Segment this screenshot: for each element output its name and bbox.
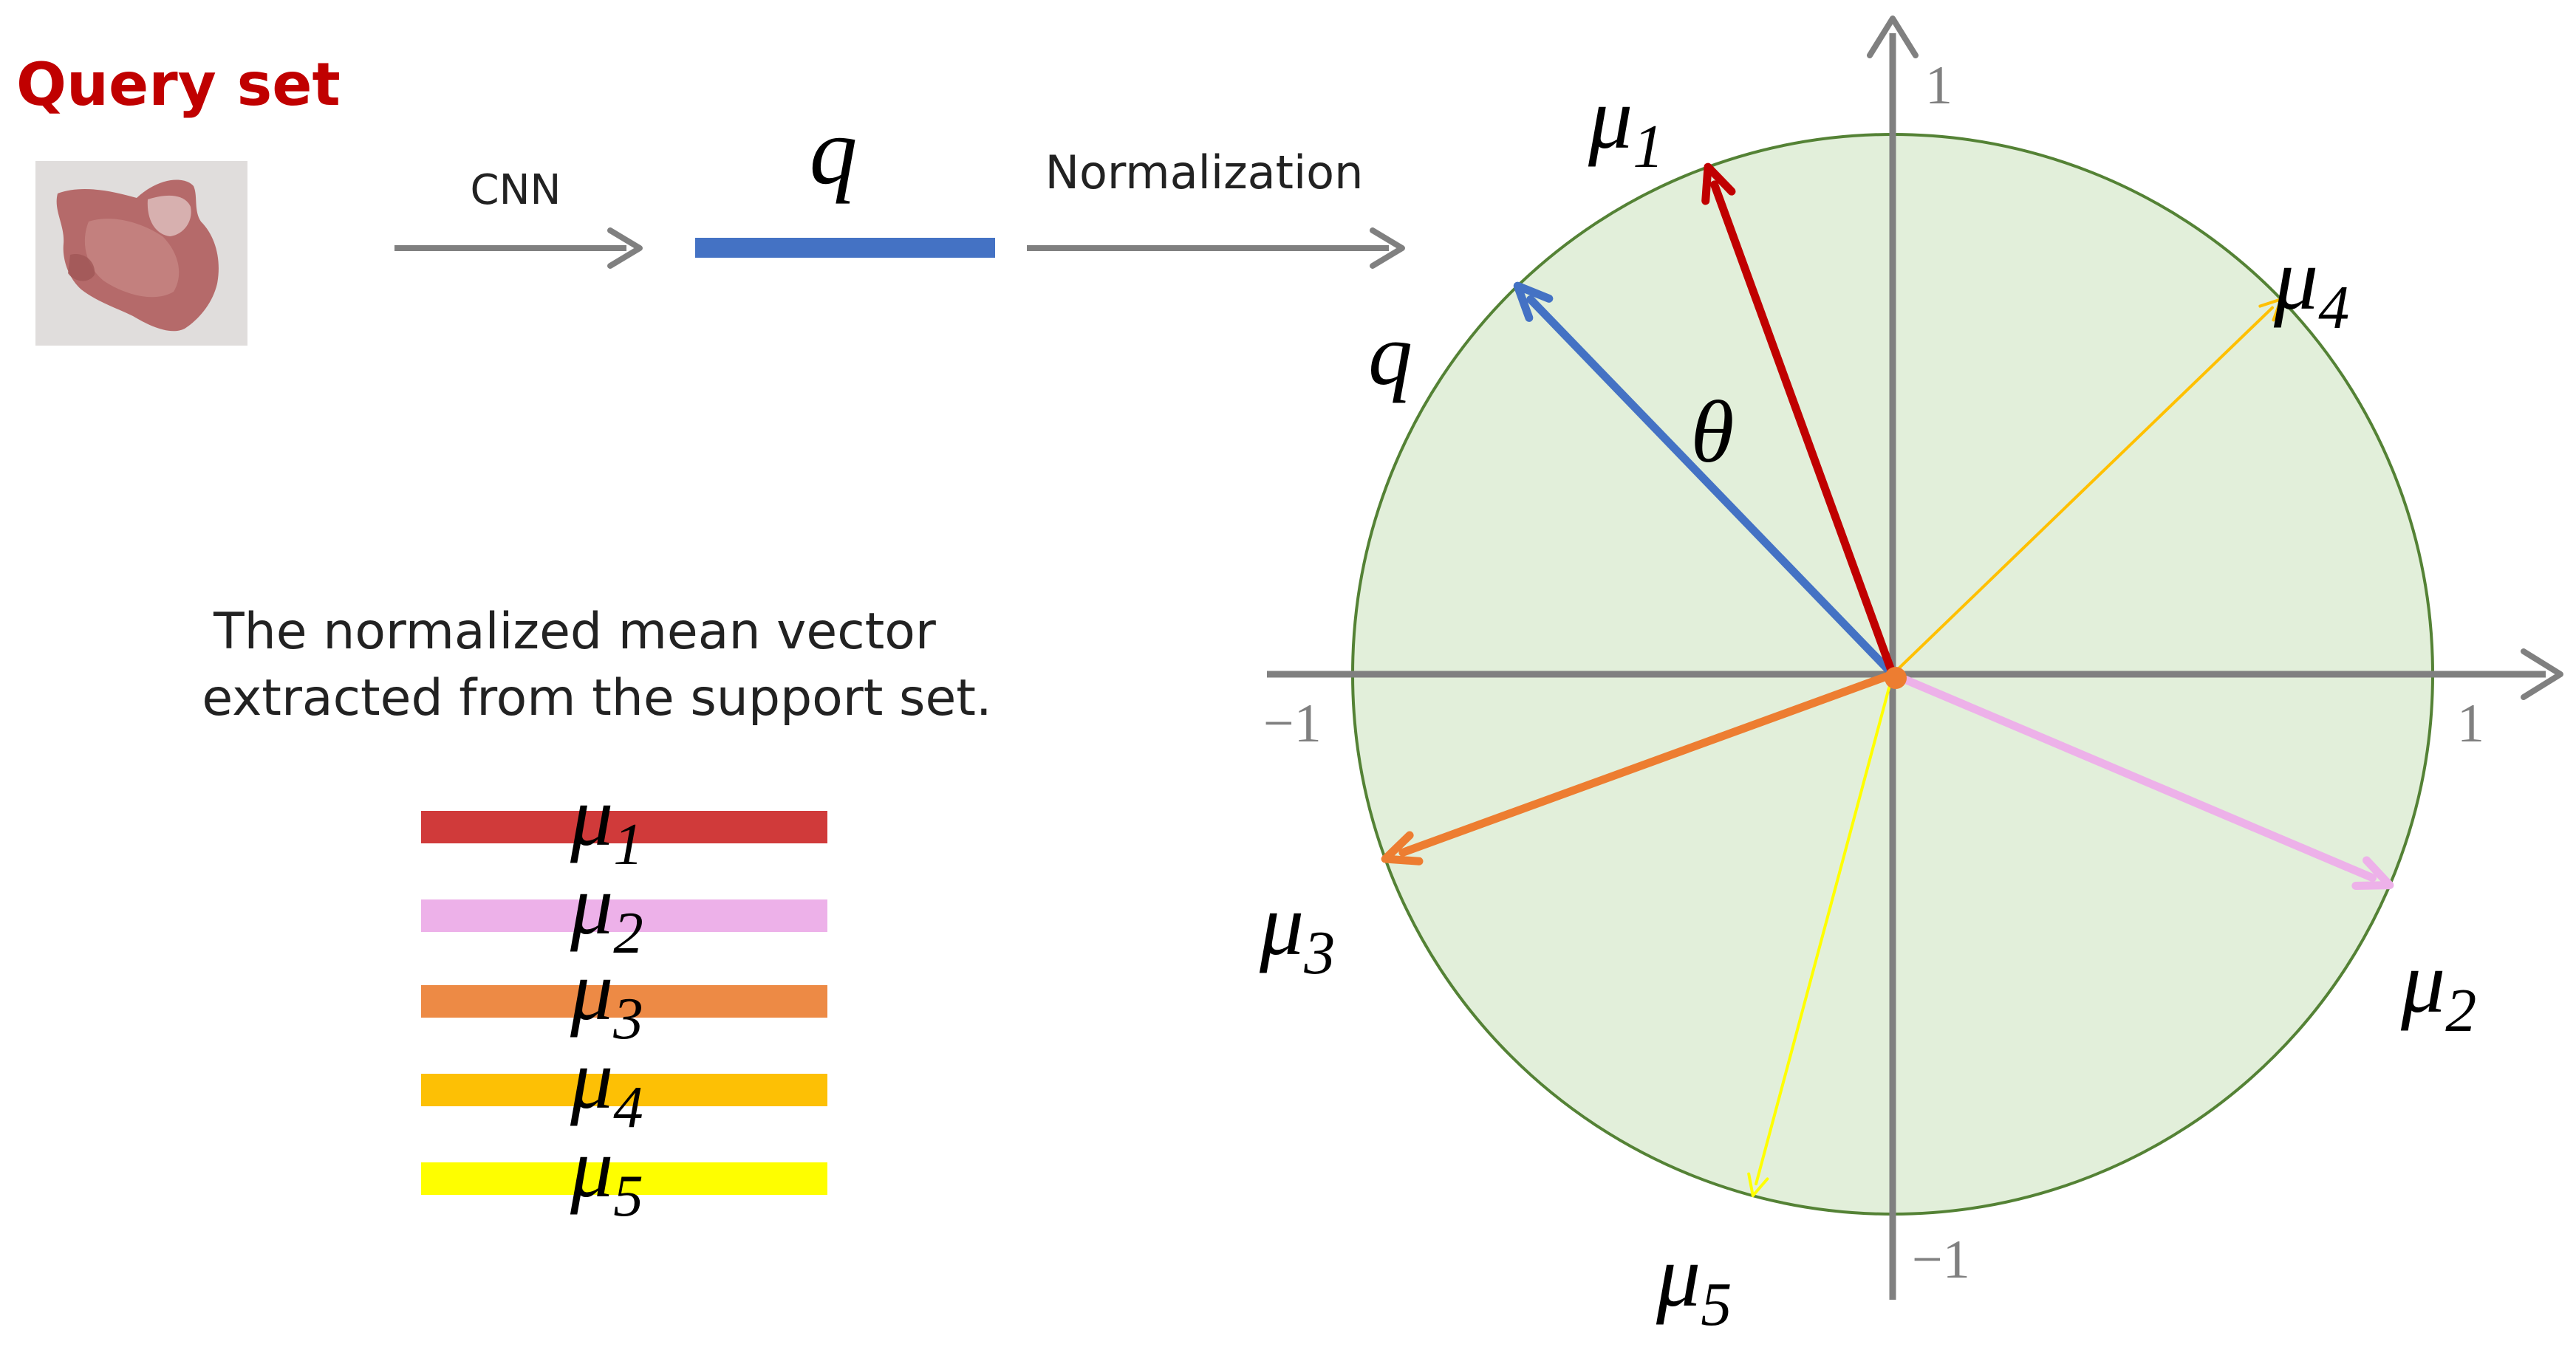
tick-x-pos: 1 bbox=[2457, 693, 2484, 754]
arrowhead-mu5 bbox=[1747, 1172, 1769, 1198]
angle-label: θ bbox=[1691, 383, 1735, 481]
legend-bar-mu4 bbox=[421, 1074, 827, 1106]
query-feature-label: q bbox=[810, 98, 858, 205]
y-axis-arrowhead bbox=[1867, 16, 1919, 58]
legend-label-mu2: μ2 bbox=[570, 858, 643, 966]
vector-q bbox=[1526, 295, 1897, 679]
legend-label-mu4: μ4 bbox=[570, 1032, 643, 1140]
vector-label-mu1: μ1 bbox=[1588, 69, 1664, 181]
origin-dot bbox=[1885, 667, 1907, 689]
arrowhead-mu1 bbox=[1701, 162, 1736, 205]
cnn-label: CNN bbox=[471, 166, 561, 214]
vector-mu4 bbox=[1891, 306, 2274, 676]
legend-caption-line2: extracted from the support set. bbox=[202, 669, 991, 727]
vector-label-mu2: μ2 bbox=[2400, 933, 2476, 1045]
vector-mu3 bbox=[1398, 670, 1897, 857]
vector-mu1 bbox=[1710, 180, 1897, 679]
arrowhead-mu3 bbox=[1381, 831, 1424, 866]
unit-circle-plot: −1 1 1 −1 q μ1 μ2 μ3 μ4 μ5 θ bbox=[1259, 16, 2563, 1339]
tick-y-pos: 1 bbox=[1925, 55, 1953, 116]
query-set-title: Query set bbox=[16, 50, 341, 119]
vectors: q μ1 μ2 μ3 μ4 μ5 bbox=[1259, 69, 2476, 1339]
legend-label-mu1: μ1 bbox=[570, 770, 643, 877]
x-axis-arrowhead bbox=[2521, 648, 2563, 700]
arrowhead-mu4 bbox=[2258, 298, 2283, 322]
normalization-arrow bbox=[1027, 227, 1405, 269]
legend-bar-mu3 bbox=[421, 985, 827, 1018]
legend-bar-mu2 bbox=[421, 899, 827, 932]
legend-caption-line1: The normalized mean vector bbox=[213, 603, 936, 661]
normalization-label: Normalization bbox=[1045, 145, 1364, 199]
legend-bar-mu1 bbox=[421, 811, 827, 843]
cnn-arrow bbox=[394, 227, 643, 269]
legend-label-mu5: μ5 bbox=[570, 1121, 643, 1229]
vector-label-mu4: μ4 bbox=[2273, 230, 2349, 342]
vector-mu2 bbox=[1888, 670, 2377, 882]
vector-mu5 bbox=[1755, 673, 1894, 1186]
arrowhead-q bbox=[1513, 281, 1554, 322]
vector-label-mu5: μ5 bbox=[1656, 1227, 1732, 1339]
legend-label-mu3: μ3 bbox=[570, 944, 643, 1052]
vector-label-q: q bbox=[1368, 305, 1412, 403]
query-feature-bar bbox=[695, 238, 995, 258]
vector-label-mu3: μ3 bbox=[1259, 875, 1335, 987]
legend-bar-mu5 bbox=[421, 1162, 827, 1195]
query-image bbox=[35, 161, 247, 346]
tick-x-neg: −1 bbox=[1263, 693, 1322, 754]
arrowhead-mu2 bbox=[2351, 856, 2394, 890]
tick-y-neg: −1 bbox=[1912, 1230, 1970, 1290]
